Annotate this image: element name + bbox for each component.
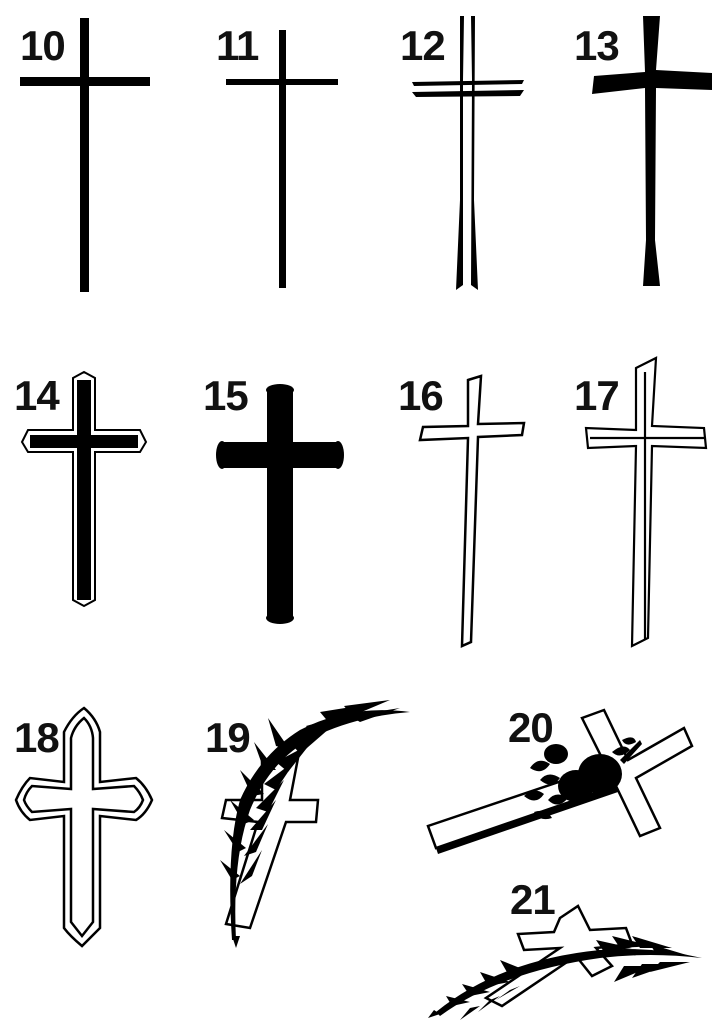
cross-with-palm-icon <box>220 700 410 948</box>
outline-cross-icon <box>418 374 526 648</box>
cross-10: 10 <box>20 18 150 292</box>
cross-16-number: 16 <box>398 372 443 419</box>
cross-15-number: 15 <box>203 372 248 419</box>
cross-11-number: 11 <box>216 22 259 69</box>
cross-18: 18 <box>14 706 154 948</box>
framed-cross-icon <box>20 370 148 608</box>
cross-11: 11 <box>216 22 338 288</box>
plain-cross-icon <box>20 18 150 292</box>
cross-14-number: 14 <box>14 372 60 419</box>
cross-17-number: 17 <box>574 372 619 419</box>
cross-19: 19 <box>205 700 410 948</box>
cross-13-number: 13 <box>574 22 619 69</box>
double-line-cross-icon <box>412 16 524 290</box>
cross-21: 21 <box>428 876 702 1020</box>
budded-cross-icon <box>14 706 154 948</box>
cross-with-palm-branch-icon <box>428 904 702 1020</box>
cross-19-number: 19 <box>205 714 250 761</box>
cross-17: 17 <box>574 356 708 648</box>
flared-cross-icon <box>592 16 712 286</box>
cross-with-rose-icon <box>426 708 694 854</box>
cross-12: 12 <box>400 16 524 290</box>
cross-21-number: 21 <box>510 876 555 923</box>
cross-15: 15 <box>203 372 344 624</box>
cross-14: 14 <box>14 370 148 608</box>
cross-20: 20 <box>426 704 694 854</box>
cross-10-number: 10 <box>20 22 65 69</box>
double-outline-cross-icon <box>584 356 708 648</box>
cross-13: 13 <box>574 16 712 286</box>
cross-12-number: 12 <box>400 22 445 69</box>
cross-16: 16 <box>398 372 526 648</box>
cross-20-number: 20 <box>508 704 553 751</box>
cross-18-number: 18 <box>14 714 59 761</box>
thin-cross-icon <box>226 30 338 288</box>
rounded-end-cross-icon <box>216 384 344 624</box>
